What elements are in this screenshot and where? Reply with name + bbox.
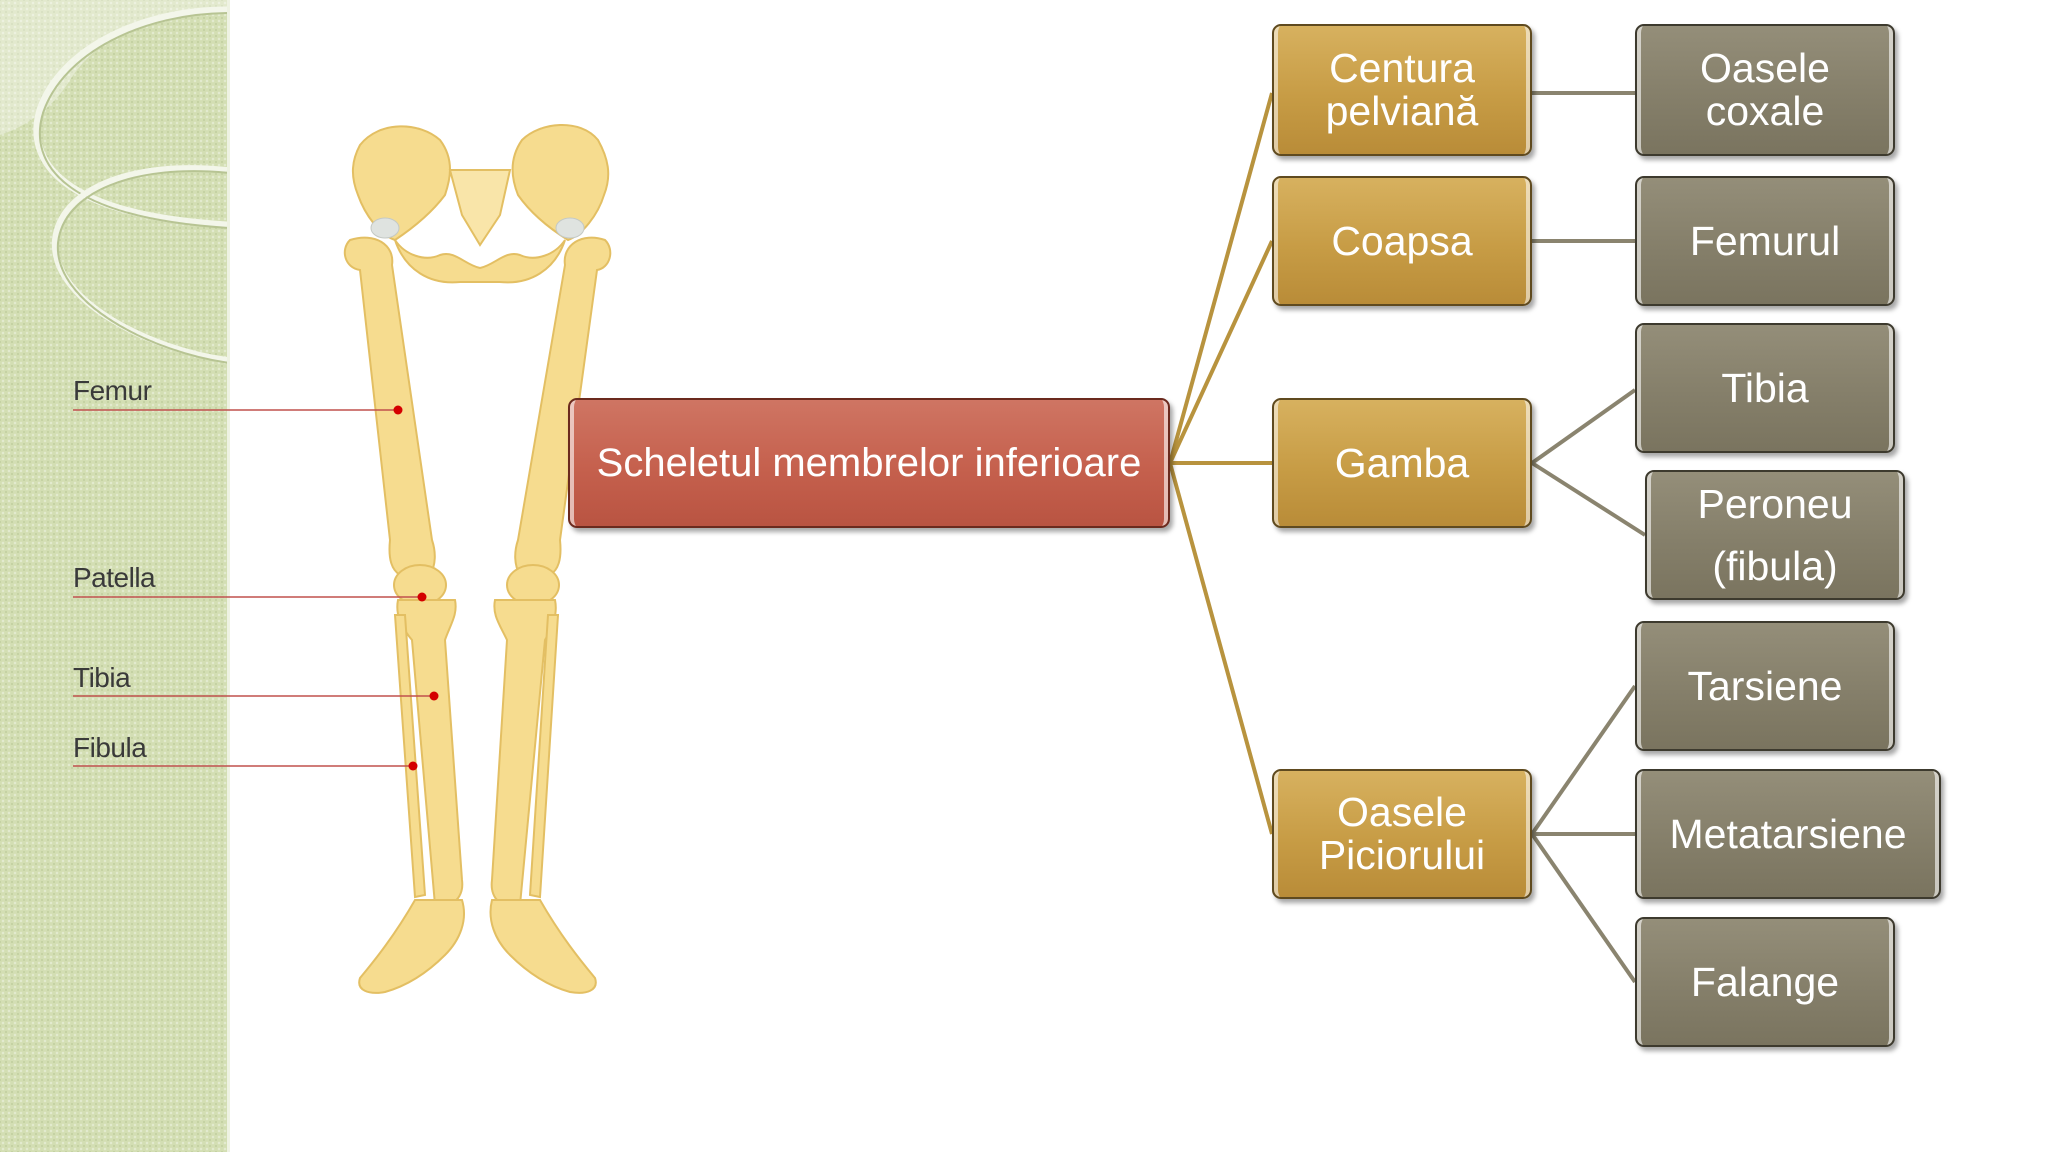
tibia-pointer-dot [429,691,439,701]
pelvis-right-wing [511,124,610,242]
pelvis-lower-ring [394,239,566,284]
connector-root-centura [1168,92,1274,464]
femur-pointer-dot [393,405,403,415]
connector-picior-falange [1530,832,1637,984]
connector-picior-tarsiene [1530,684,1637,836]
metatarsiene-box: Metatarsiene [1635,769,1941,899]
fibula-label: Fibula [73,732,147,763]
connector-root-coapsa [1168,240,1274,464]
connector-root-picior [1168,462,1274,835]
patella-label: Patella [73,562,156,593]
sidebar-swirl-decoration [0,0,227,364]
left-foot [358,899,465,994]
coapsa-box: Coapsa [1272,176,1532,306]
right-foot [489,899,597,994]
fibula-pointer-dot [408,761,418,771]
patella-pointer-dot [417,592,427,602]
centura-pelviana-box: Centura pelviană [1272,24,1532,156]
root-box: Scheletul membrelor inferioare [568,398,1170,528]
tibia-box: Tibia [1635,323,1895,453]
pelvis-left-wing [352,125,451,242]
connector-gamba-peroneu [1530,461,1647,537]
left-fibula [393,614,427,899]
oasele-coxale-box: Oasele coxale [1635,24,1895,156]
peroneu-box: Peroneu (fibula) [1645,470,1905,600]
gamba-box: Gamba [1272,398,1532,528]
right-fibula [528,614,560,899]
falange-box: Falange [1635,917,1895,1047]
femurul-box: Femurul [1635,176,1895,306]
sacrum [448,169,512,247]
connector-gamba-tibia [1530,388,1637,465]
tarsiene-box: Tarsiene [1635,621,1895,751]
decorative-sidebar [0,0,227,1152]
sidebar-edge [227,0,230,1152]
femur-label: Femur [73,375,152,406]
tibia-label: Tibia [73,662,131,693]
oasele-piciorului-box: Oasele Piciorului [1272,769,1532,899]
